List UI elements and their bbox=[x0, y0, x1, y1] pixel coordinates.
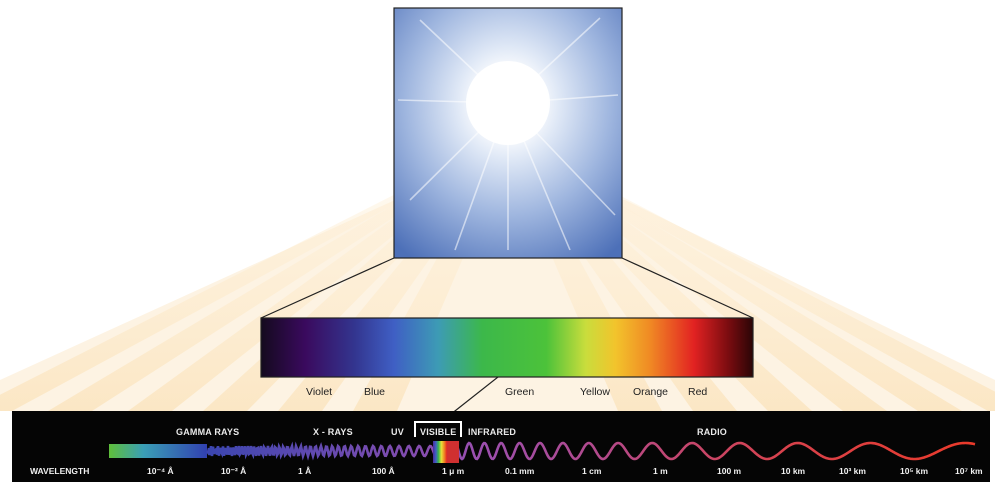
wavelength-tick-label: 1 μ m bbox=[442, 466, 465, 476]
region-label-uv: UV bbox=[391, 427, 404, 437]
em-wave bbox=[205, 441, 976, 461]
gamma-bar bbox=[109, 444, 207, 458]
wavelength-tick-label: 10³ km bbox=[839, 466, 866, 476]
wavelength-tick-label: 0.1 mm bbox=[505, 466, 535, 476]
region-label-visible: VISIBLE bbox=[420, 427, 457, 437]
wavelength-tick-label: 10⁻⁴ Å bbox=[147, 466, 174, 476]
color-label-violet: Violet bbox=[306, 386, 333, 398]
color-label-yellow: Yellow bbox=[580, 386, 610, 398]
visible-band-strip bbox=[433, 441, 447, 463]
wavelength-tick-label: 100 Å bbox=[372, 466, 395, 476]
region-label-radio: RADIO bbox=[697, 427, 727, 437]
region-label-xrays: X - RAYS bbox=[313, 427, 353, 437]
sun-ray bbox=[0, 140, 514, 411]
wavelength-axis-label: WAVELENGTH bbox=[30, 466, 90, 476]
wavelength-tick-label: 10 km bbox=[781, 466, 806, 476]
wavelength-tick-label: 1 Å bbox=[298, 466, 312, 476]
region-label-infrared: INFRARED bbox=[468, 427, 517, 437]
color-label-orange: Orange bbox=[633, 386, 669, 398]
wavelength-tick-label: 10⁵ km bbox=[900, 466, 929, 476]
color-label-blue: Blue bbox=[364, 386, 386, 398]
connector-right bbox=[621, 257, 754, 319]
color-label-green: Green bbox=[505, 386, 535, 398]
visible-spectrum-bar bbox=[260, 317, 754, 378]
wavelength-tick-label: 1 m bbox=[653, 466, 668, 476]
wavelength-tick-label: 1 cm bbox=[582, 466, 602, 476]
infrared-strip bbox=[447, 441, 459, 463]
sun-photo bbox=[393, 7, 623, 259]
wavelength-tick-label: 100 m bbox=[717, 466, 742, 476]
sun-ray bbox=[502, 140, 995, 411]
color-label-red: Red bbox=[688, 386, 708, 398]
wavelength-tick-label: 10⁷ km bbox=[955, 466, 983, 476]
visible-highlight-box bbox=[414, 421, 462, 437]
region-label-gamma: GAMMA RAYS bbox=[176, 427, 240, 437]
wavelength-tick-label: 10⁻² Å bbox=[221, 466, 247, 476]
connector-left bbox=[260, 257, 395, 319]
